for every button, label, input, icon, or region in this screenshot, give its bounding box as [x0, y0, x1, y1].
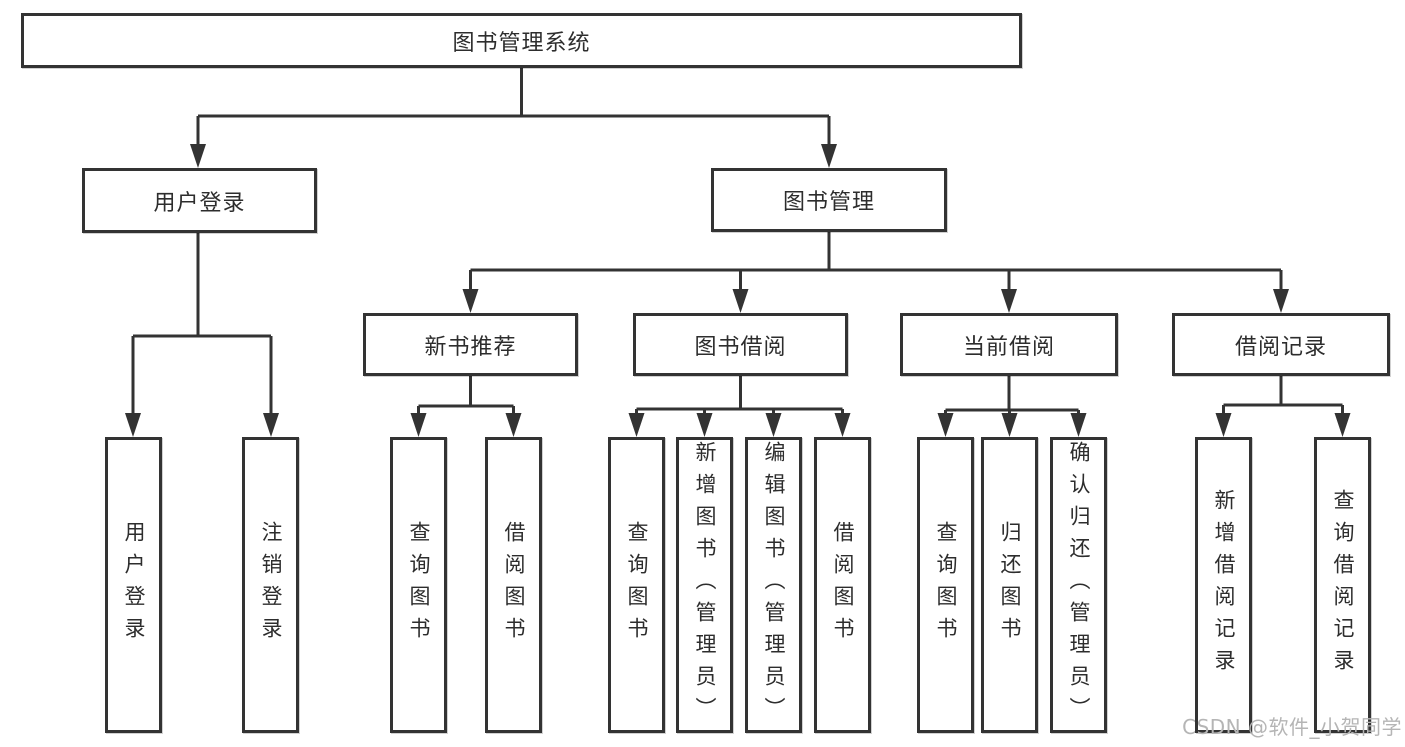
leaf-records-query-record-label: 查询借阅记录	[1331, 489, 1355, 681]
leaf-rec-query-books: 查询图书	[390, 437, 447, 733]
leaf-current-confirm-return-admin: 确认归还（管理员）	[1050, 437, 1107, 733]
connector-records-to-leaves	[1222, 376, 1344, 416]
node-book-borrow: 图书借阅	[633, 313, 848, 376]
node-book-management: 图书管理	[711, 168, 947, 232]
leaf-current-confirm-return-admin-label: 确认归还（管理员）	[1067, 441, 1091, 729]
leaf-user-login: 用户登录	[105, 437, 162, 733]
csdn-watermark: CSDN @软件_小贺同学	[1182, 715, 1402, 739]
node-user-login-label: 用户登录	[153, 190, 246, 216]
connector-root-to-level2	[196, 68, 831, 147]
leaf-borrow-query-books-label: 查询图书	[625, 521, 649, 649]
node-new-book-recommend: 新书推荐	[363, 313, 578, 376]
leaf-current-return-books-label: 归还图书	[998, 521, 1022, 649]
leaf-user-login-label: 用户登录	[122, 521, 146, 649]
node-user-login: 用户登录	[82, 168, 317, 233]
leaf-logout: 注销登录	[242, 437, 299, 733]
leaf-current-query-books-label: 查询图书	[934, 521, 958, 649]
leaf-current-query-books: 查询图书	[917, 437, 974, 733]
leaf-rec-borrow-books: 借阅图书	[485, 437, 542, 733]
node-current-borrow-label: 当前借阅	[962, 334, 1055, 360]
connector-current-to-leaves	[944, 376, 1080, 416]
leaf-borrow-borrow-books-label: 借阅图书	[831, 521, 855, 649]
leaf-logout-label: 注销登录	[259, 521, 283, 649]
leaf-records-add-record-label: 新增借阅记录	[1212, 489, 1236, 681]
leaf-records-add-record: 新增借阅记录	[1195, 437, 1252, 733]
leaf-rec-borrow-books-label: 借阅图书	[502, 521, 526, 649]
node-borrow-records-label: 借阅记录	[1234, 334, 1327, 360]
node-current-borrow: 当前借阅	[900, 313, 1118, 376]
leaf-borrow-add-books-admin: 新增图书（管理员）	[676, 437, 733, 733]
connector-borrow-to-leaves	[635, 376, 844, 416]
leaf-records-query-record: 查询借阅记录	[1314, 437, 1371, 733]
leaf-borrow-edit-books-admin: 编辑图书（管理员）	[745, 437, 802, 733]
node-book-borrow-label: 图书借阅	[694, 334, 787, 360]
connector-new-rec-to-leaves	[417, 376, 515, 416]
leaf-borrow-query-books: 查询图书	[608, 437, 665, 733]
leaf-borrow-add-books-admin-label: 新增图书（管理员）	[693, 441, 717, 729]
node-root-system-label: 图书管理系统	[452, 30, 591, 56]
node-borrow-records: 借阅记录	[1172, 313, 1390, 376]
connector-user-login-to-leaves	[131, 233, 273, 416]
leaf-current-return-books: 归还图书	[981, 437, 1038, 733]
arrowheads	[125, 144, 1351, 437]
node-root-system: 图书管理系统	[21, 13, 1022, 68]
leaf-borrow-borrow-books: 借阅图书	[814, 437, 871, 733]
node-new-book-recommend-label: 新书推荐	[424, 334, 517, 360]
leaf-rec-query-books-label: 查询图书	[407, 521, 431, 649]
node-book-management-label: 图书管理	[782, 190, 875, 215]
leaf-borrow-edit-books-admin-label: 编辑图书（管理员）	[762, 441, 786, 729]
connector-book-mgmt-to-level3	[469, 232, 1283, 292]
